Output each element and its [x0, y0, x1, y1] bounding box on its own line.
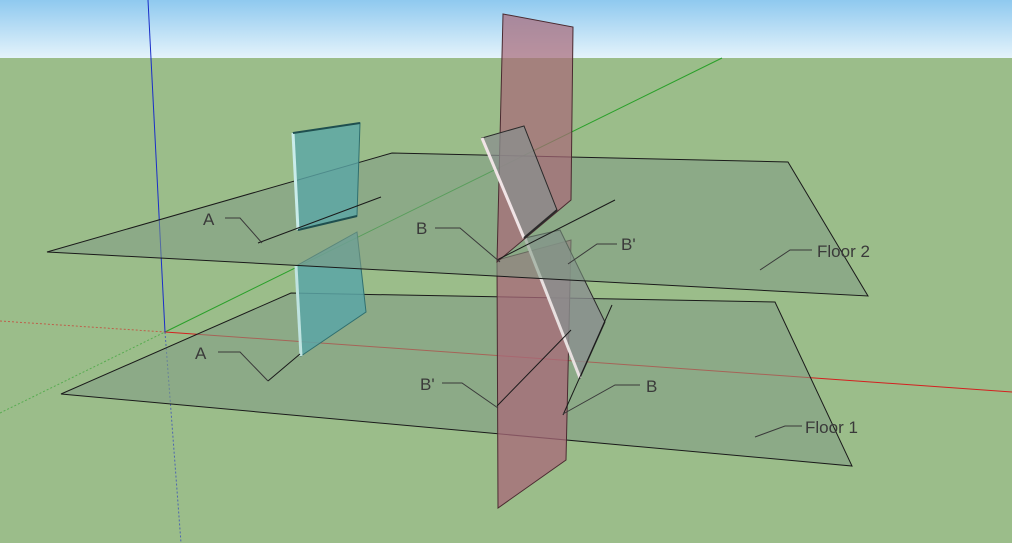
red-axis-hidden — [0, 320, 166, 333]
green-axis-hidden — [0, 331, 166, 414]
label-a-lower: A — [195, 344, 207, 363]
label-floor-2: Floor 2 — [817, 242, 870, 261]
label-b-prime-upper: B' — [621, 235, 636, 254]
label-a-upper: A — [203, 210, 215, 229]
floor-1-plane[interactable] — [60, 292, 853, 467]
wall-a-upper[interactable] — [292, 122, 361, 231]
label-b-prime-lower: B' — [420, 375, 435, 394]
label-b-upper: B — [416, 219, 427, 238]
section-cut-lines — [257, 196, 616, 416]
label-floor-1: Floor 1 — [805, 418, 858, 437]
leader-lines — [218, 217, 812, 438]
label-b-lower: B — [646, 377, 657, 396]
blue-axis — [147, 0, 166, 333]
blue-axis-hidden — [164, 331, 182, 543]
floor-2-plane[interactable] — [46, 152, 869, 297]
